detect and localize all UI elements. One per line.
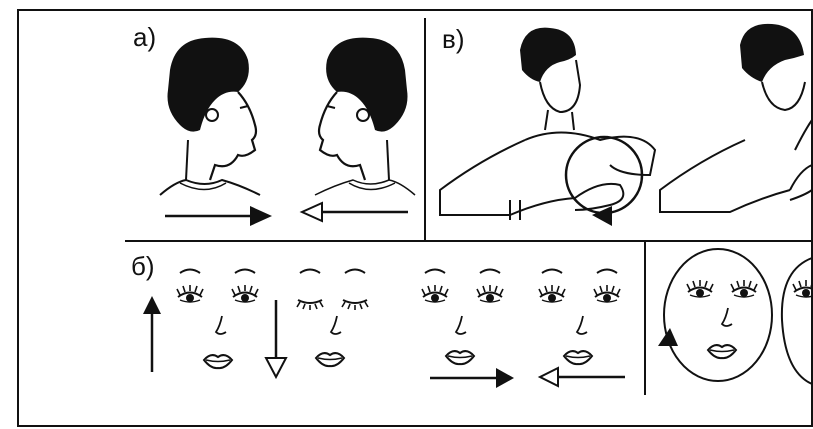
panel-label-a: а) [133, 24, 156, 50]
figure-circular-motion-partial [660, 24, 812, 212]
arrow-left-outline [302, 203, 408, 221]
panel-label-v: в) [442, 26, 464, 52]
head-facing-right [160, 38, 260, 195]
arrow-up-filled [143, 296, 161, 372]
figure-circular-motion [440, 28, 655, 226]
face-eyes-closed [297, 270, 368, 367]
face-eyes-up [177, 270, 258, 369]
face-looking-right [422, 270, 503, 365]
head-facing-left [315, 38, 415, 195]
face-looking-left [539, 270, 620, 365]
arrow-left-outline-lower [540, 368, 625, 386]
face-rotating [658, 249, 772, 381]
arrow-right-filled [165, 206, 272, 226]
arrow-right-filled-lower [430, 368, 514, 388]
face-rotating-partial [782, 258, 813, 384]
arrow-down-outline [266, 300, 286, 377]
figure-frame [18, 10, 812, 426]
panel-label-b: б) [131, 253, 155, 279]
